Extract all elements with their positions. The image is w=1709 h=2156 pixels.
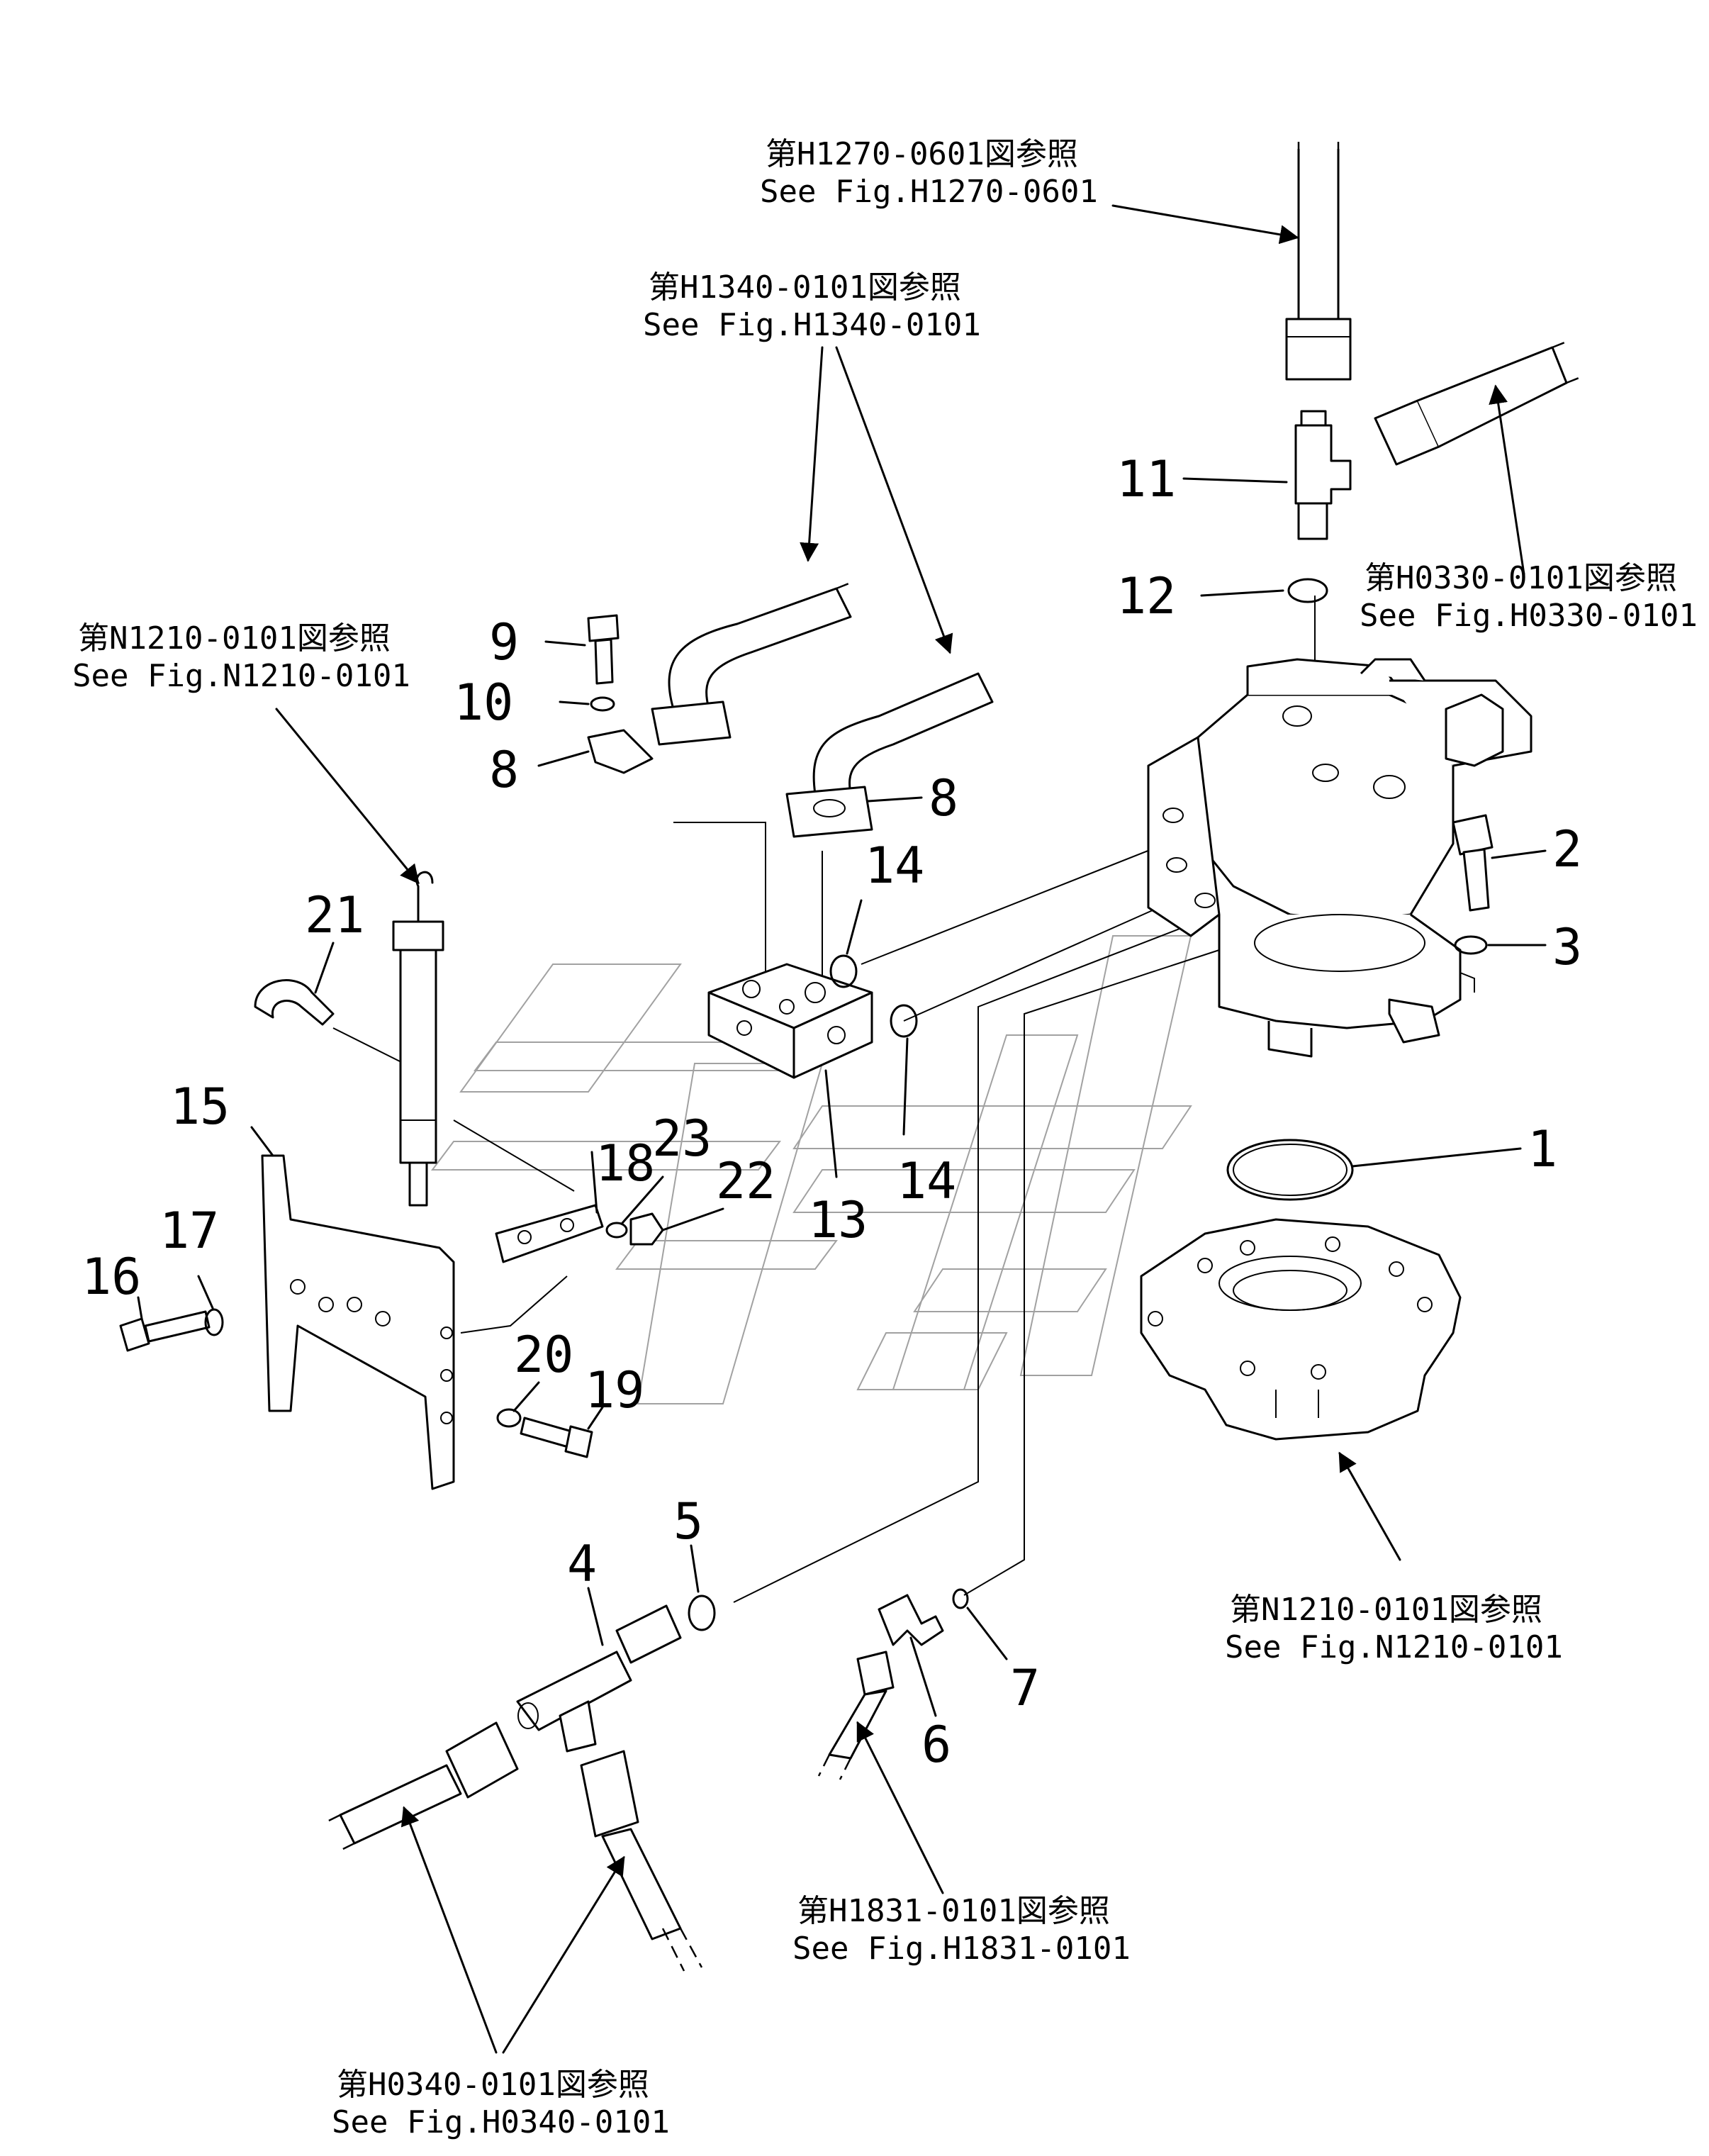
pipe-8-left [651,581,852,746]
cylinder-21 [392,871,444,1207]
bolt-2 [1452,814,1494,912]
o-ring-1 [1226,1139,1354,1201]
callout-numbers: 1 2 3 4 5 6 7 8 8 9 10 11 12 13 14 14 15… [82,450,1582,1774]
o-ring-14b [890,1004,918,1038]
bolt-9 [587,614,620,685]
bolt-19 [520,1417,593,1458]
ref-h0340-jp: 第H0340-0101図参照 [337,2067,649,2103]
callout-16: 16 [82,1248,141,1306]
callout-7: 7 [1010,1659,1040,1717]
callout-8b: 8 [929,769,958,827]
callout-1: 1 [1528,1120,1557,1178]
bracket-15 [261,1154,455,1490]
callout-15: 15 [170,1078,230,1136]
ref-h1831-en: See Fig.H1831-0101 [792,1931,1131,1967]
figure-references: 第H1270-0601図参照 See Fig.H1270-0601 第H1340… [72,136,1698,2140]
callout-2: 2 [1552,820,1582,878]
ref-n1210-left-en: See Fig.N1210-0101 [72,658,410,694]
callout-18: 18 [595,1134,655,1192]
callout-8a: 8 [489,741,519,799]
hose-lower-left [325,1721,519,1852]
leader-lines [137,204,1547,2054]
ref-h0340-en: See Fig.H0340-0101 [332,2104,670,2140]
callout-14b: 14 [897,1152,956,1210]
nut-22 [629,1212,664,1246]
washer-23 [605,1222,628,1239]
ref-h0330-en: See Fig.H0330-0101 [1360,598,1698,634]
top-hose-assembly [1285,142,1585,540]
ref-h1831-jp: 第H1831-0101図参照 [797,1893,1110,1929]
elbow-6 [878,1594,944,1646]
washer-3 [1454,935,1488,955]
ref-h0330-jp: 第H0330-0101図参照 [1365,560,1677,596]
washer-17 [204,1308,224,1336]
ref-n1210-right-jp: 第N1210-0101図参照 [1230,1592,1542,1628]
callout-5: 5 [673,1492,703,1551]
split-flange-8 [587,729,654,774]
o-ring-14a [829,954,858,988]
ref-h1270-en: See Fig.H1270-0601 [760,174,1098,210]
swing-motor-body [1147,658,1533,1058]
o-ring-5 [688,1594,716,1631]
pipe-8-right [785,672,994,838]
manifold-block-13 [707,963,873,1079]
washer-10 [590,696,615,712]
u-bolt [254,979,335,1026]
callout-20: 20 [514,1326,573,1384]
callout-17: 17 [159,1202,219,1260]
callout-3: 3 [1552,918,1582,976]
o-ring-7 [952,1588,969,1609]
callout-11: 11 [1116,450,1176,508]
tee-fitting-4 [516,1604,682,1753]
ring-gear-housing [1140,1218,1462,1441]
callout-21: 21 [305,886,364,944]
ref-h1340-jp: 第H1340-0101図参照 [649,269,961,306]
callout-19: 19 [585,1361,644,1419]
hose-6 [817,1650,895,1780]
ref-h1340-en: See Fig.H1340-0101 [643,307,981,343]
bolt-16 [119,1310,211,1352]
callout-22: 22 [716,1152,775,1210]
callout-10: 10 [454,674,513,732]
hose-lower-mid [580,1750,703,1972]
callout-6: 6 [921,1716,951,1774]
washer-20 [496,1408,522,1428]
callout-14a: 14 [865,837,924,895]
plate-18 [495,1204,604,1263]
callout-9: 9 [489,613,519,671]
o-ring-12 [1287,578,1328,603]
ref-n1210-right-en: See Fig.N1210-0101 [1225,1629,1563,1665]
ref-h1270-jp: 第H1270-0601図参照 [766,136,1078,172]
callout-12: 12 [1116,567,1176,625]
callout-23: 23 [652,1110,712,1168]
callout-4: 4 [567,1535,597,1593]
ref-n1210-left-jp: 第N1210-0101図参照 [78,620,391,657]
callout-13: 13 [808,1191,868,1249]
